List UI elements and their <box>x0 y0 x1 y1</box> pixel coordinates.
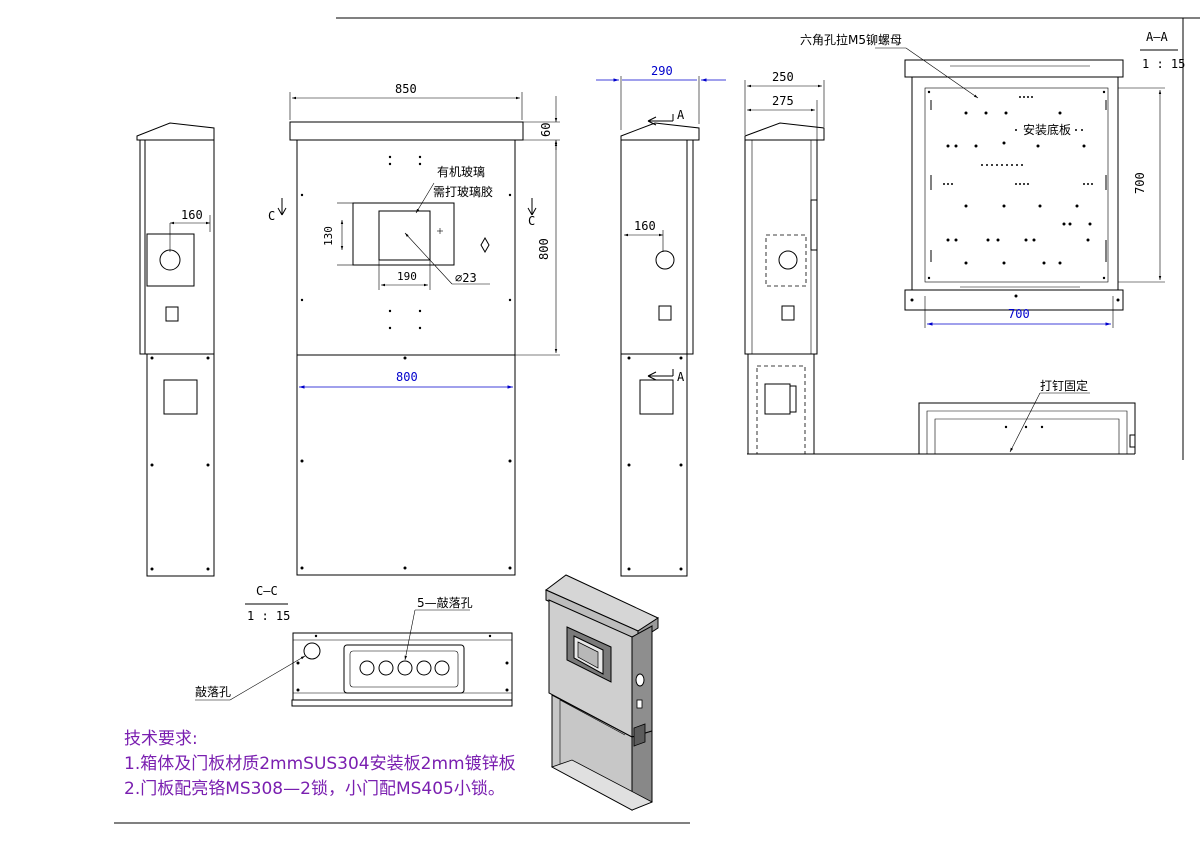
section-a-title: A—A <box>1146 30 1168 44</box>
knockout-group-label: 5—敲落孔 <box>417 595 473 610</box>
section-c-left: C <box>268 209 275 223</box>
side-rivet-rows <box>930 100 1107 262</box>
notes-title: 技术要求: <box>124 729 198 749</box>
nail-label: 打钉固定 <box>1040 378 1088 393</box>
left-offset-dim: 160 <box>181 208 203 222</box>
acrylic-label: 有机玻璃 <box>437 165 485 179</box>
window-height-dim: 130 <box>322 226 335 246</box>
window-width-dim: 190 <box>397 270 417 283</box>
section-a-bottom: A <box>677 370 685 384</box>
knockout-label: 敲落孔 <box>195 684 231 699</box>
hole-dim: ∅23 <box>455 271 477 285</box>
technical-requirements: 技术要求: 1.箱体及门板材质2mmSUS304安装板2mm镀锌板 2.门板配亮… <box>124 727 516 802</box>
front-height-dim: 800 <box>537 238 551 260</box>
mounting-holes <box>910 90 1120 302</box>
section-a-width-dim: 700 <box>1008 307 1030 321</box>
roof-dim: 60 <box>539 123 553 137</box>
section-c-scale: 1 : 15 <box>247 609 290 623</box>
front-width-dim: 850 <box>395 82 417 96</box>
isometric-view <box>545 574 660 811</box>
section-a-a: A—A 1 : 15 <box>747 30 1185 455</box>
section-a-top: A <box>677 108 685 122</box>
side-offset-dim: 160 <box>634 219 656 233</box>
glue-label: 需打玻璃胶 <box>433 184 493 199</box>
section-c-right: C <box>528 214 535 228</box>
notes-line-2: 2.门板配亮铬MS308—2锁，小门配MS405小锁。 <box>124 779 505 799</box>
section-a-height-dim: 700 <box>1133 172 1147 194</box>
mounting-plate-label: 安装底板 <box>1023 122 1071 137</box>
section-c-title: C—C <box>256 584 278 598</box>
rear-outer-dim: 250 <box>772 70 794 84</box>
front-view: 850 60 800 800 130 190 有机玻璃 需打玻璃胶 ∅23 <box>268 82 560 576</box>
side-depth-dim: 290 <box>651 64 673 78</box>
drawing-frame <box>114 17 1200 824</box>
rear-side-view: 250 275 <box>744 70 825 455</box>
section-a-scale: 1 : 15 <box>1142 57 1185 71</box>
rear-inner-dim: 275 <box>772 94 794 108</box>
left-side-view: 160 <box>136 122 215 577</box>
right-side-view: 290 160 A A <box>596 64 726 577</box>
notes-line-1: 1.箱体及门板材质2mmSUS304安装板2mm镀锌板 <box>124 754 516 774</box>
section-c-c: C—C 1 : 15 5—敲落孔 敲落孔 <box>195 584 513 707</box>
rivet-nut-label: 六角孔拉M5铆螺母 <box>800 32 902 47</box>
front-lower-width-dim: 800 <box>396 370 418 384</box>
